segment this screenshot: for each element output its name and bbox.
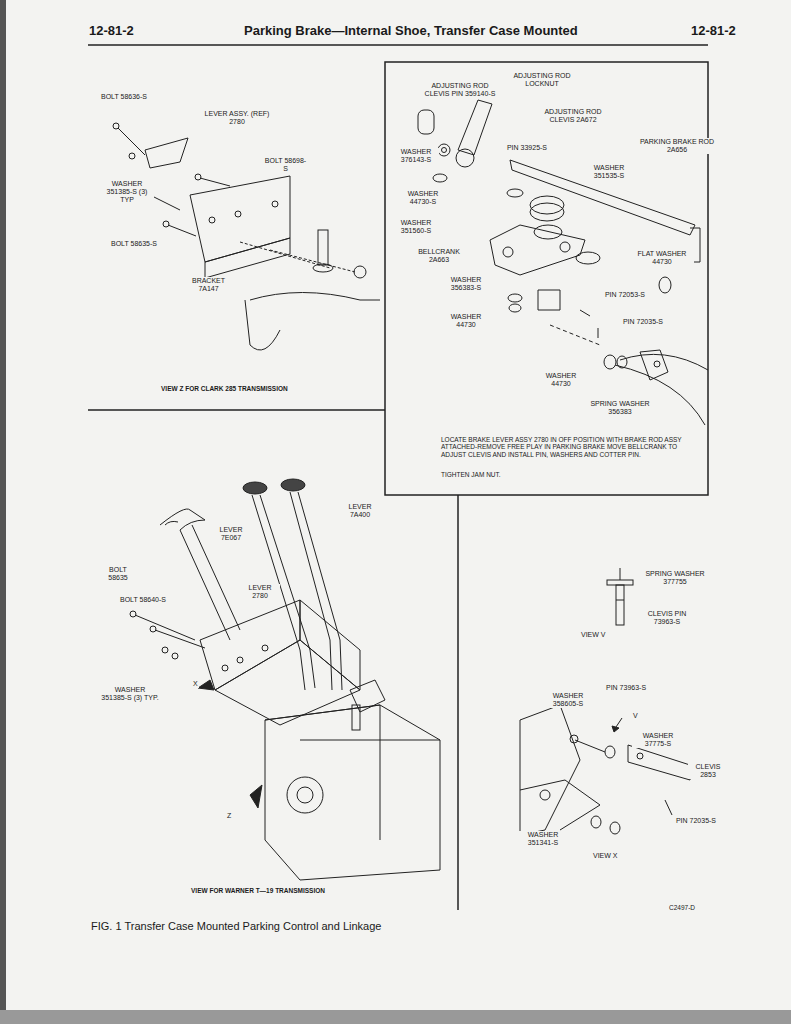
- callout-label: LEVER 7E067: [208, 526, 254, 542]
- callout-label: WASHER 351560-S: [393, 219, 439, 235]
- callout-label: C2497-D: [668, 904, 696, 911]
- callout-label: VIEW Z FOR CLARK 285 TRANSMISSION: [160, 385, 289, 392]
- panel-rule: [88, 409, 385, 411]
- callout-label: WASHER 351385-S (3) TYP.: [100, 686, 160, 702]
- callout-label: ADJUSTING ROD CLEVIS PIN 359140-S: [418, 82, 502, 98]
- callout-label: LEVER ASSY. (REF) 2780: [200, 110, 274, 126]
- callout-label: BOLT 58635: [98, 566, 138, 582]
- callout-label: SPRING WASHER 356383: [582, 400, 658, 416]
- callout-label: BELLCRANK 2A663: [410, 248, 468, 264]
- callout-label: PIN 72053-S: [603, 291, 647, 299]
- callout-label: SPRING WASHER 377755: [635, 570, 715, 586]
- callout-label: WASHER 356383-S: [443, 276, 489, 292]
- callout-label: ADJUSTING ROD LOCKNUT: [500, 72, 584, 88]
- callout-label: ADJUSTING ROD CLEVIS 2A672: [532, 108, 614, 124]
- page-number: 12-81-2: [88, 24, 135, 39]
- callout-label: LEVER 7A400: [338, 503, 382, 519]
- callout-label: WASHER 351535-S: [585, 164, 633, 180]
- callout-label: WASHER 358605-S: [540, 692, 596, 708]
- callout-label: PIN 72035-S: [621, 318, 665, 326]
- note-text: LOCATE BRAKE LEVER ASSY 2780 IN OFF POSI…: [440, 436, 704, 458]
- panel-frame: [385, 62, 708, 495]
- callout-label: PIN 73963-S: [605, 684, 647, 692]
- panel-rule: [457, 495, 459, 910]
- page-title: Parking Brake—Internal Shoe, Transfer Ca…: [243, 24, 579, 39]
- callout-label: TIGHTEN JAM NUT.: [440, 471, 502, 478]
- callout-label: BOLT 58640-S: [118, 596, 168, 604]
- callout-label: LEVER 2780: [240, 584, 280, 600]
- callout-label: WASHER 351385-S (3) TYP: [100, 180, 154, 203]
- callout-label: WASHER 351341-S: [515, 831, 571, 847]
- callout-label: VIEW X: [592, 852, 619, 860]
- clark-bracket-view: [113, 123, 380, 350]
- callout-label: CLEVIS 2853: [688, 763, 728, 779]
- callout-label: WASHER 44730: [443, 313, 489, 329]
- page-edge: [0, 0, 6, 1024]
- callout-label: WASHER 44730-S: [400, 190, 446, 206]
- header-rule: [88, 44, 708, 46]
- callout-label: FLAT WASHER 44730: [630, 250, 694, 266]
- detail-views: [520, 568, 690, 835]
- callout-label: PIN 72035-S: [674, 817, 718, 825]
- callout-label: BOLT 58635-S: [108, 240, 160, 248]
- callout-label: V: [632, 712, 639, 720]
- callout-label: WASHER 376143-S: [393, 148, 439, 164]
- callout-label: VIEW V: [580, 631, 607, 639]
- callout-label: BRACKET 7A147: [180, 277, 237, 293]
- callout-label: Z: [226, 812, 232, 820]
- callout-label: CLEVIS PIN 73963-S: [635, 610, 699, 626]
- warner-lever-view: [130, 479, 440, 880]
- callout-label: VIEW FOR WARNER T—19 TRANSMISSION: [190, 887, 326, 894]
- callout-label: WASHER 37775-S: [632, 732, 684, 748]
- callout-label: BOLT 58698-S: [262, 157, 309, 173]
- callout-label: X: [192, 680, 199, 688]
- callout-label: WASHER 44730: [538, 372, 584, 388]
- callout-label: BOLT 58636-S: [98, 93, 150, 101]
- page-number: 12-81-2: [690, 24, 737, 39]
- callout-label: PIN 33925-S: [505, 144, 549, 152]
- figure-caption: FIG. 1 Transfer Case Mounted Parking Con…: [90, 920, 382, 932]
- callout-label: PARKING BRAKE ROD 2A656: [636, 138, 718, 154]
- page-edge: [0, 1010, 791, 1024]
